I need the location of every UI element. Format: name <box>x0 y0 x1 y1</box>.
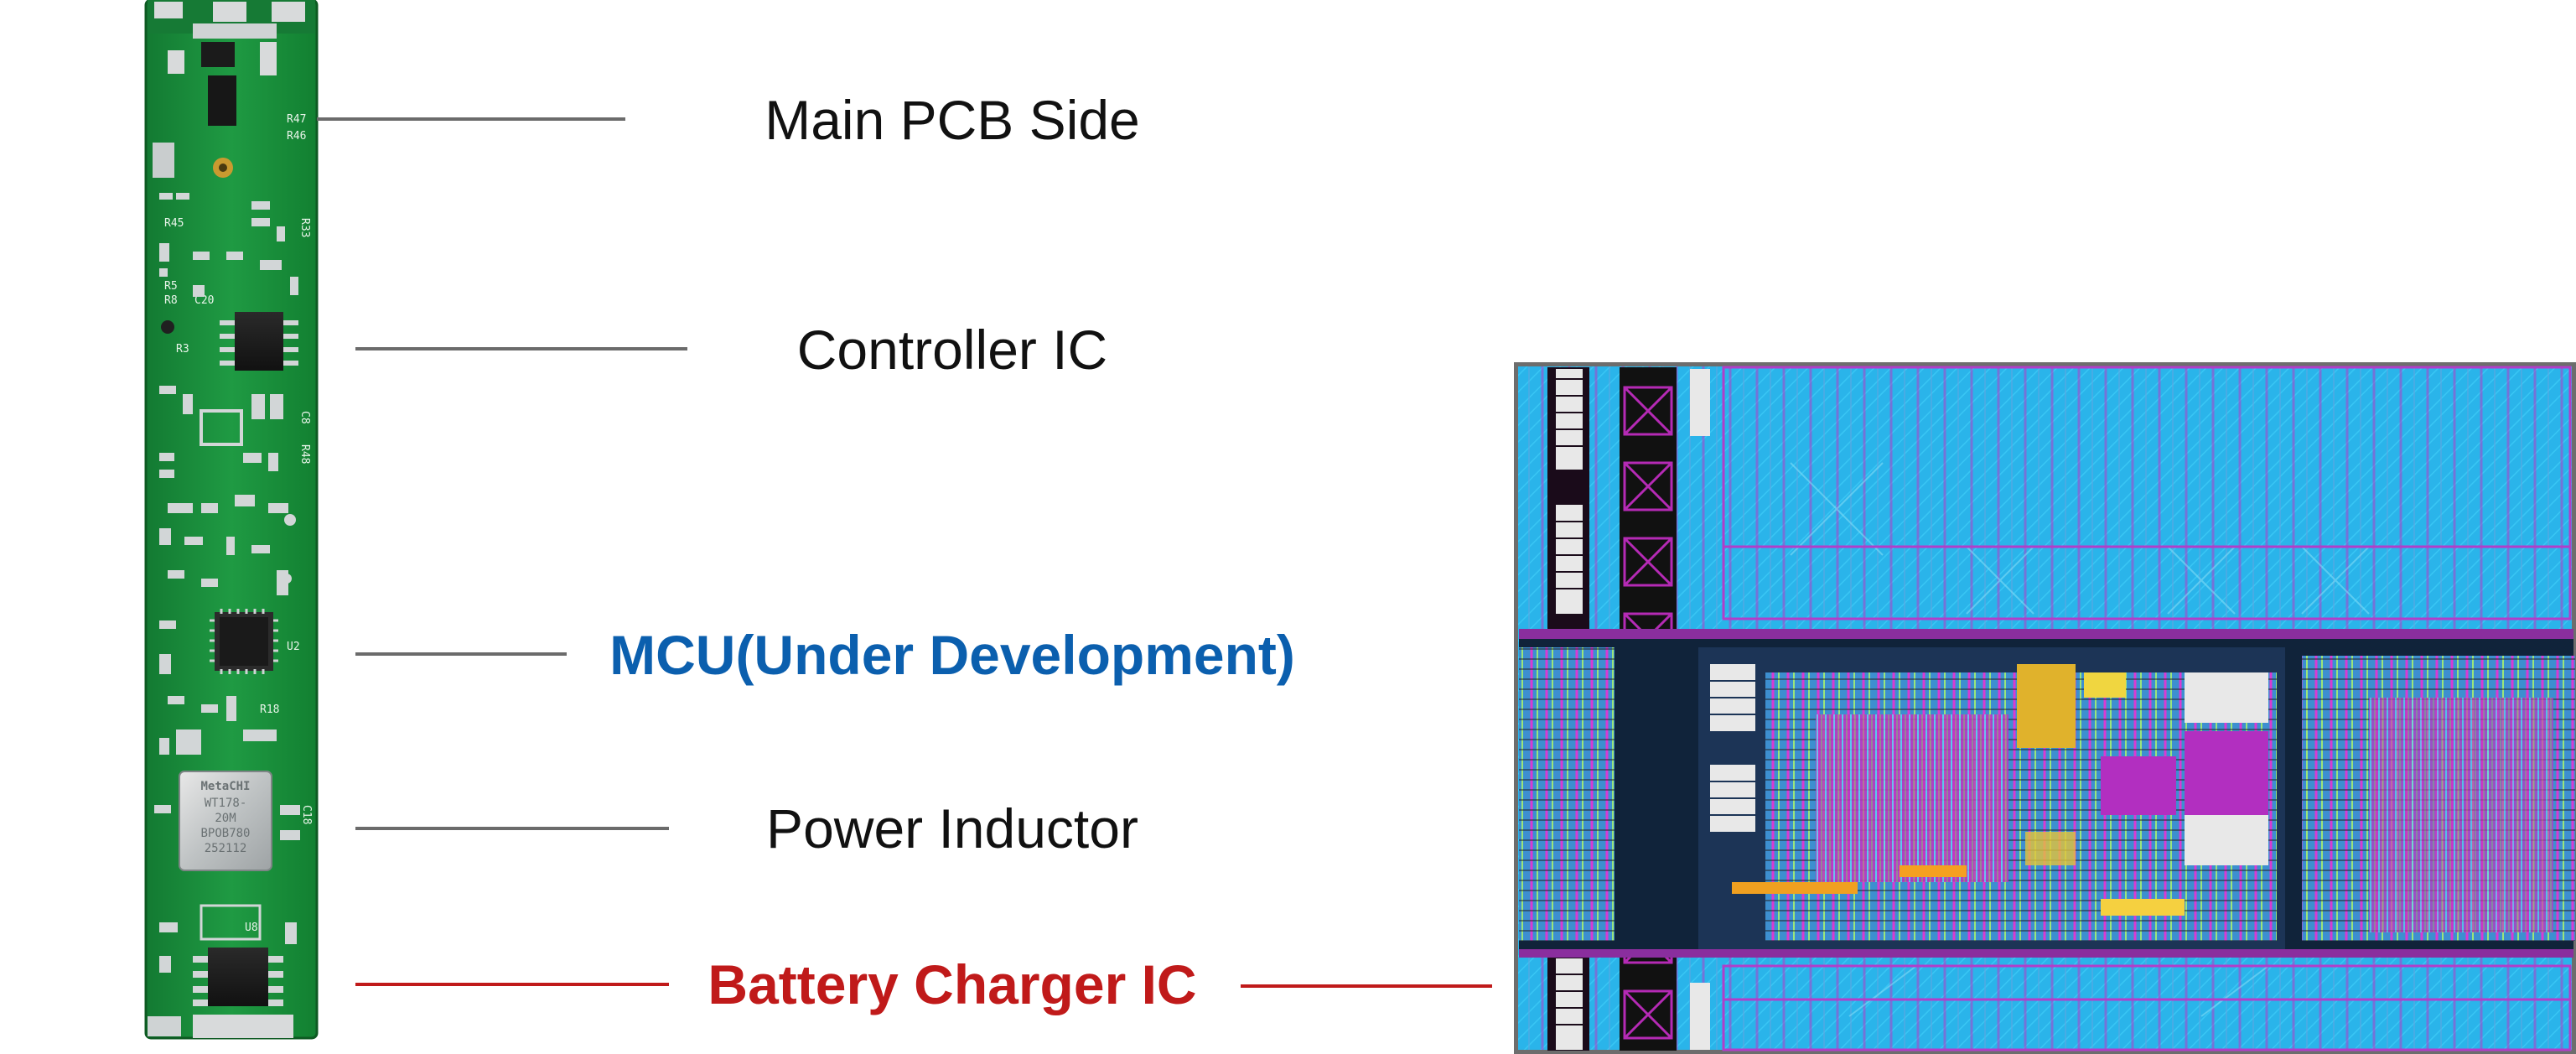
svg-text:U2: U2 <box>287 641 300 653</box>
callout-line-controller <box>355 347 687 350</box>
inductor-marking-1: WT178- <box>205 797 247 810</box>
svg-text:C18: C18 <box>300 805 313 824</box>
inductor-marking-2: 20M <box>215 812 236 825</box>
svg-text:U8: U8 <box>245 922 258 934</box>
inductor-marking-4: 252112 <box>205 842 247 855</box>
svg-text:R18: R18 <box>260 704 279 716</box>
ic-layout-image <box>1514 362 2576 1054</box>
callout-line-charger-left <box>355 983 669 986</box>
callout-line-charger-right <box>1241 984 1492 988</box>
callout-line-inductor <box>355 827 669 830</box>
svg-text:R33: R33 <box>298 218 311 237</box>
label-main-pcb-side: Main PCB Side <box>765 89 1140 151</box>
label-mcu: MCU(Under Development) <box>609 624 1295 686</box>
svg-text:R47: R47 <box>287 113 306 126</box>
callout-line-main-pcb <box>317 117 625 121</box>
label-power-inductor: Power Inductor <box>766 797 1138 859</box>
label-controller-ic: Controller IC <box>796 319 1108 381</box>
label-battery-charger-ic: Battery Charger IC <box>707 953 1197 1015</box>
svg-text:R48: R48 <box>298 444 311 464</box>
svg-text:C20: C20 <box>194 294 214 307</box>
inductor-marking-3: BPOB780 <box>200 827 250 840</box>
svg-text:R46: R46 <box>287 130 306 143</box>
inductor-marking-0: MetaCHI <box>200 780 250 793</box>
pcb-board-image: R47 R46 R33 R45 R5 R8 C20 R3 C8 R48 U2 R… <box>144 0 319 1040</box>
callout-line-mcu <box>355 652 567 656</box>
svg-text:R5: R5 <box>164 280 178 293</box>
svg-text:C8: C8 <box>298 411 311 424</box>
svg-text:R8: R8 <box>164 294 178 307</box>
svg-text:R45: R45 <box>164 217 184 230</box>
svg-text:R3: R3 <box>176 343 189 356</box>
